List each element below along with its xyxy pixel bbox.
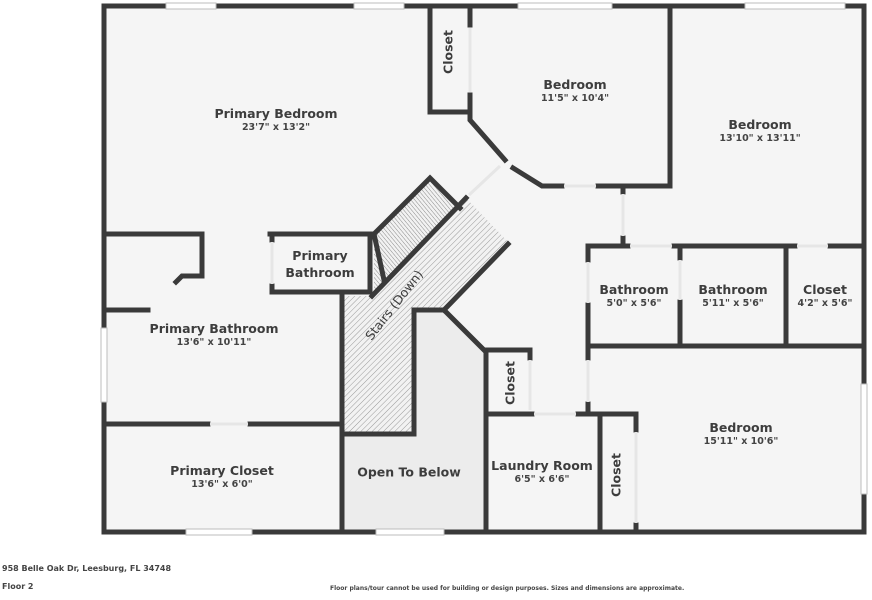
room-name: Primary Bathroom — [285, 248, 355, 280]
stairs-area — [342, 198, 508, 434]
room-dimensions: 11'5" x 10'4" — [540, 93, 610, 104]
room-name: Closet — [502, 361, 518, 405]
room-open-to-below: Open To Below — [357, 465, 461, 480]
room-name: Closet — [803, 282, 847, 297]
property-address: 958 Belle Oak Dr, Leesburg, FL 34748 — [2, 564, 172, 573]
wall — [101, 231, 205, 286]
room-closet-mid: Closet — [503, 361, 518, 405]
window — [353, 2, 405, 10]
room-dimensions: 23'7" x 13'2" — [241, 122, 311, 133]
room-closet-right: Closet 4'2" x 5'6" — [798, 282, 853, 310]
room-closet-top: Closet — [441, 30, 456, 74]
wall — [483, 347, 533, 361]
wall — [371, 231, 387, 283]
room-name: Open To Below — [357, 464, 461, 480]
room-primary-bedroom: Primary Bedroom 23'7" x 13'2" — [214, 106, 337, 134]
room-primary-closet: Primary Closet 13'6" x 6'0" — [170, 463, 274, 491]
room-name: Primary Bedroom — [214, 106, 338, 121]
wall — [368, 194, 470, 300]
window — [100, 327, 108, 403]
room-primary-bathroom: Primary Bathroom 13'6" x 10'11" — [150, 321, 279, 349]
room-dimensions: 13'10" x 13'11" — [719, 133, 801, 144]
room-name: Bedroom — [543, 77, 607, 92]
room-name: Laundry Room — [491, 458, 593, 473]
wall — [427, 3, 473, 115]
wall — [467, 92, 509, 164]
room-name: Closet — [608, 453, 624, 497]
room-dimensions: 5'11" x 5'6" — [702, 298, 764, 309]
stairs-landing — [374, 178, 460, 292]
room-dimensions: 4'2" x 5'6" — [797, 298, 853, 309]
room-dimensions: 5'0" x 5'6" — [606, 298, 662, 309]
room-dimensions: 6'5" x 6'6" — [514, 474, 570, 485]
room-bedroom-3: Bedroom 15'11" x 10'6" — [704, 420, 779, 448]
wall — [440, 240, 512, 314]
window — [165, 2, 217, 10]
room-name: Closet — [440, 30, 456, 74]
window — [185, 528, 253, 536]
floor-label: Floor 2 — [2, 582, 34, 591]
room-bedroom-1: Bedroom 11'5" x 10'4" — [541, 77, 609, 105]
room-dimensions: 15'11" x 10'6" — [703, 436, 779, 447]
window — [517, 2, 613, 10]
room-bathroom-1: Bathroom 5'0" x 5'6" — [599, 282, 668, 310]
room-name: Bedroom — [709, 420, 773, 435]
room-name: Bedroom — [728, 117, 792, 132]
room-laundry-room: Laundry Room 6'5" x 6'6" — [491, 458, 593, 486]
disclaimer: Floor plans/tour cannot be used for buil… — [330, 585, 685, 592]
room-name: Primary Bathroom — [149, 321, 279, 336]
room-name: Bathroom — [698, 282, 768, 297]
room-bathroom-2: Bathroom 5'11" x 5'6" — [698, 282, 767, 310]
wall — [370, 174, 464, 238]
room-name: Primary Closet — [170, 463, 274, 478]
room-dimensions: 13'6" x 6'0" — [191, 479, 253, 490]
wall — [509, 164, 565, 189]
room-name: Bathroom — [599, 282, 669, 297]
window — [860, 383, 868, 495]
room-bedroom-2: Bedroom 13'10" x 13'11" — [719, 117, 800, 145]
door-opening — [467, 164, 502, 197]
window — [744, 2, 846, 10]
wall — [269, 231, 373, 295]
room-closet-bottom: Closet — [609, 453, 624, 497]
window — [375, 528, 445, 536]
room-dimensions: 13'6" x 10'11" — [176, 337, 252, 348]
wall — [585, 401, 639, 433]
room-primary-bathroom-small: Primary Bathroom — [285, 228, 354, 300]
wall — [339, 307, 488, 437]
floor-plan — [100, 2, 868, 536]
